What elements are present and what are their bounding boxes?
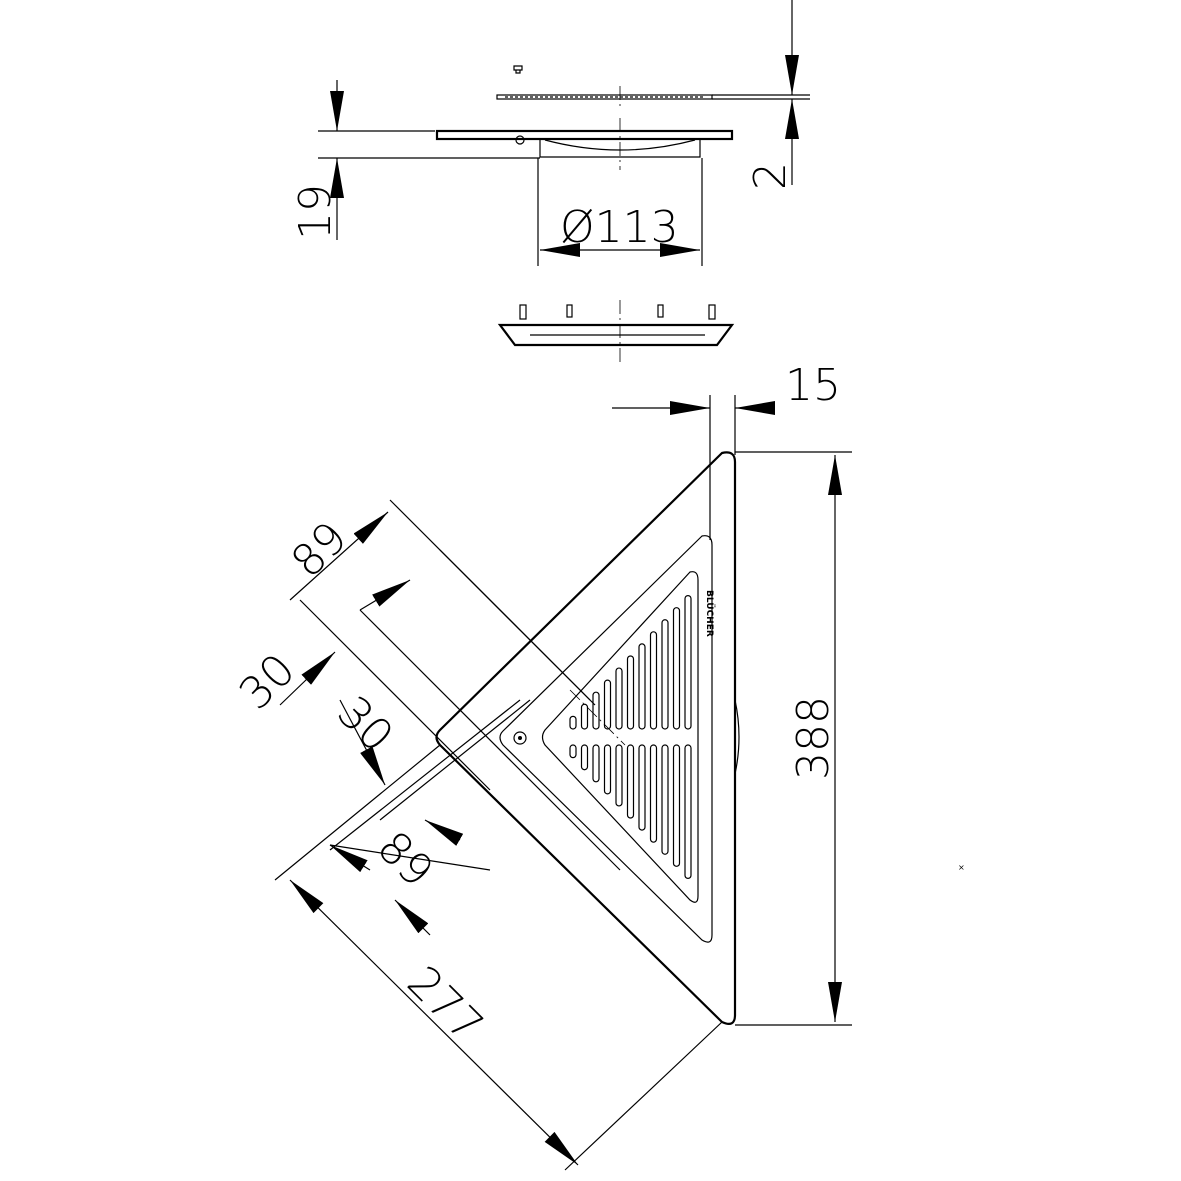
grate-slot [626,655,635,730]
grate-slot [638,643,646,730]
stray-mark: × [958,863,965,872]
grate-slot [580,744,589,771]
dimension-19: 19 [290,80,540,240]
dim-113-label: Ø113 [560,202,679,253]
grate-slot [661,744,669,855]
dim-lower-30-label: 30 [327,687,403,763]
dim-277-label: 277 [397,957,492,1052]
grate-slot [638,744,646,831]
dimension-388: 388 [735,451,852,1026]
grate-slot [661,619,669,730]
grate-slot [649,631,658,730]
dimension-2: 2 [712,0,810,190]
grate-slot [592,691,600,730]
dim-388-label: 388 [788,696,839,780]
grate-slots [569,594,692,879]
grate-slot [615,667,623,730]
dimension-15: 15 [612,360,841,540]
side-view-frame [497,300,735,365]
grate-slot [603,679,612,730]
dim-19-label: 19 [290,184,341,240]
dim-upper-30-label: 30 [230,644,306,720]
grate-slot [603,744,612,795]
grate-slot [672,744,681,867]
dim-lower-89-label: 89 [367,822,443,898]
dimension-diameter: Ø113 [537,158,703,266]
grate-slot [580,703,589,730]
grate-slot [626,744,635,819]
dim-upper-89-label: 89 [282,512,358,588]
grate-slot [684,744,692,879]
side-view-grate [496,65,713,108]
dimension-upper: 89 30 [230,499,621,871]
grate-slot [649,744,658,843]
grate-slot [672,607,681,730]
logo-text: BLÜCHER [704,590,715,637]
grate-slot [569,715,577,730]
dim-15-label: 15 [785,360,841,411]
grate-slot [615,744,623,807]
grate-slot [684,594,692,730]
dim-2-label: 2 [745,162,796,190]
side-view-body [435,118,734,170]
grate-slot [569,744,577,759]
dimension-lower: 30 89 [327,687,531,936]
grate-slot [592,744,600,783]
